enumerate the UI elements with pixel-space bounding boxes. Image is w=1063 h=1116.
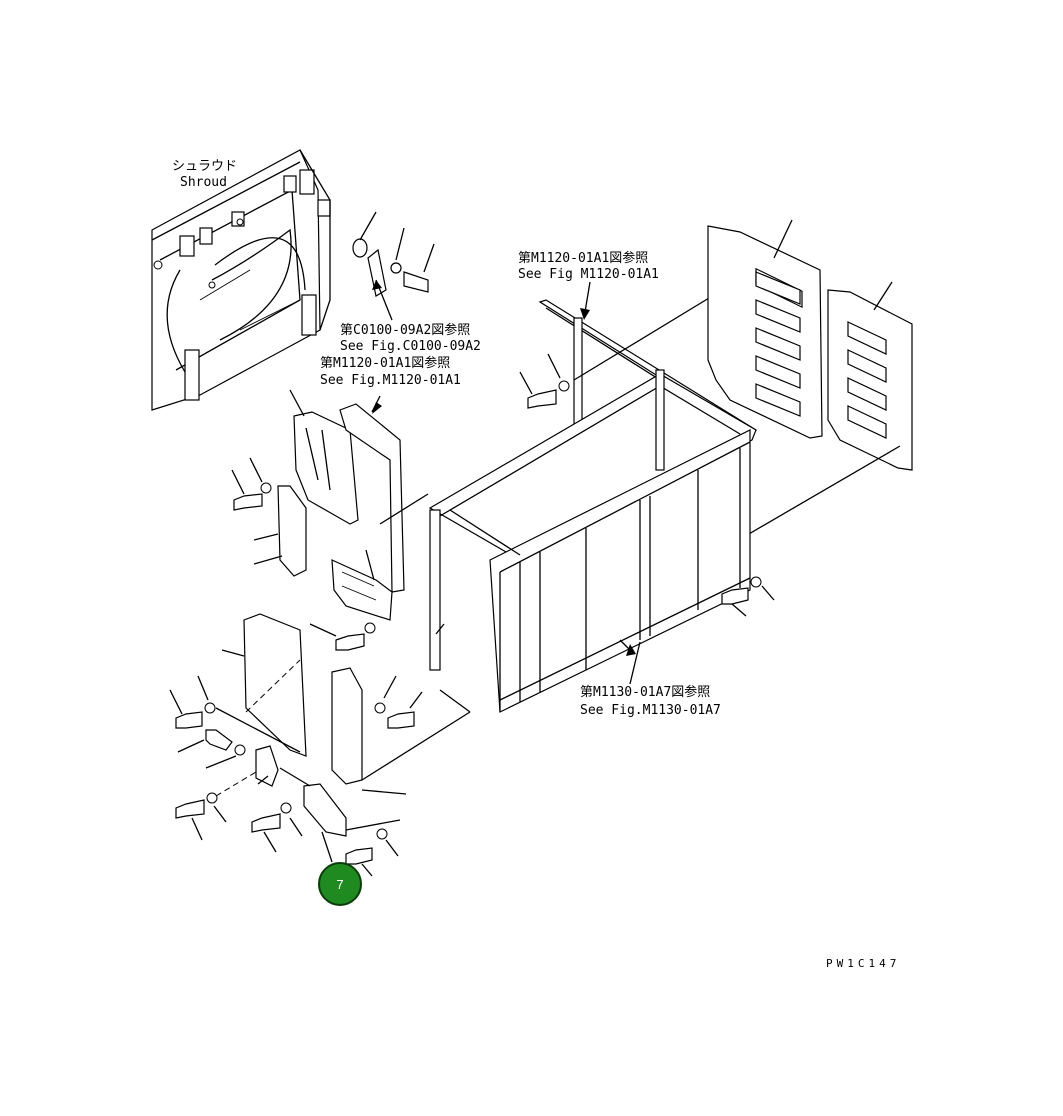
bolt-lower-1 bbox=[169, 675, 216, 729]
center-brackets bbox=[253, 389, 429, 621]
shroud-assembly bbox=[151, 149, 331, 411]
shroud-fasteners bbox=[352, 211, 435, 321]
callout-number: 7 bbox=[336, 876, 344, 892]
ref-m1130-jp: 第M1130-01A7図参照 bbox=[580, 684, 710, 700]
bolt-lower-4 bbox=[251, 802, 303, 853]
bolt-center bbox=[309, 622, 376, 651]
ref-m1120-mid-en: See Fig.M1120-01A1 bbox=[320, 373, 461, 388]
reference-labels: シュラウド Shroud 第M1120-01A1図参照 See Fig M112… bbox=[172, 159, 900, 970]
drawing-code: PW1C147 bbox=[826, 957, 900, 970]
bolt-left-upper bbox=[231, 457, 272, 511]
shroud-label-jp: シュラウド bbox=[172, 159, 237, 174]
ref-m1130-en: See Fig.M1130-01A7 bbox=[580, 703, 721, 718]
bolts-and-washers bbox=[169, 353, 775, 877]
ref-c0100-en: See Fig.C0100-09A2 bbox=[340, 339, 481, 354]
lower-panels bbox=[215, 613, 471, 863]
main-frame bbox=[428, 369, 757, 713]
ref-m1120-mid-jp: 第M1120-01A1図参照 bbox=[320, 355, 450, 371]
ref-m1120-top-en: See Fig M1120-01A1 bbox=[518, 267, 659, 282]
bolt-mid-right bbox=[374, 675, 423, 729]
bolt-lower-2 bbox=[177, 729, 246, 769]
side-panel-front bbox=[729, 281, 913, 546]
ref-c0100-jp: 第C0100-09A2図参照 bbox=[340, 322, 470, 338]
bolt-right bbox=[721, 576, 775, 617]
shroud-label-en: Shroud bbox=[180, 175, 227, 190]
ref-m1120-top-jp: 第M1120-01A1図参照 bbox=[518, 250, 648, 266]
bolt-lower-5 bbox=[345, 828, 399, 877]
part-callout-marker[interactable]: 7 bbox=[318, 862, 362, 906]
side-panel-rear bbox=[707, 219, 823, 439]
bolt-lower-3 bbox=[175, 792, 227, 841]
bolt-center-right bbox=[519, 353, 570, 409]
